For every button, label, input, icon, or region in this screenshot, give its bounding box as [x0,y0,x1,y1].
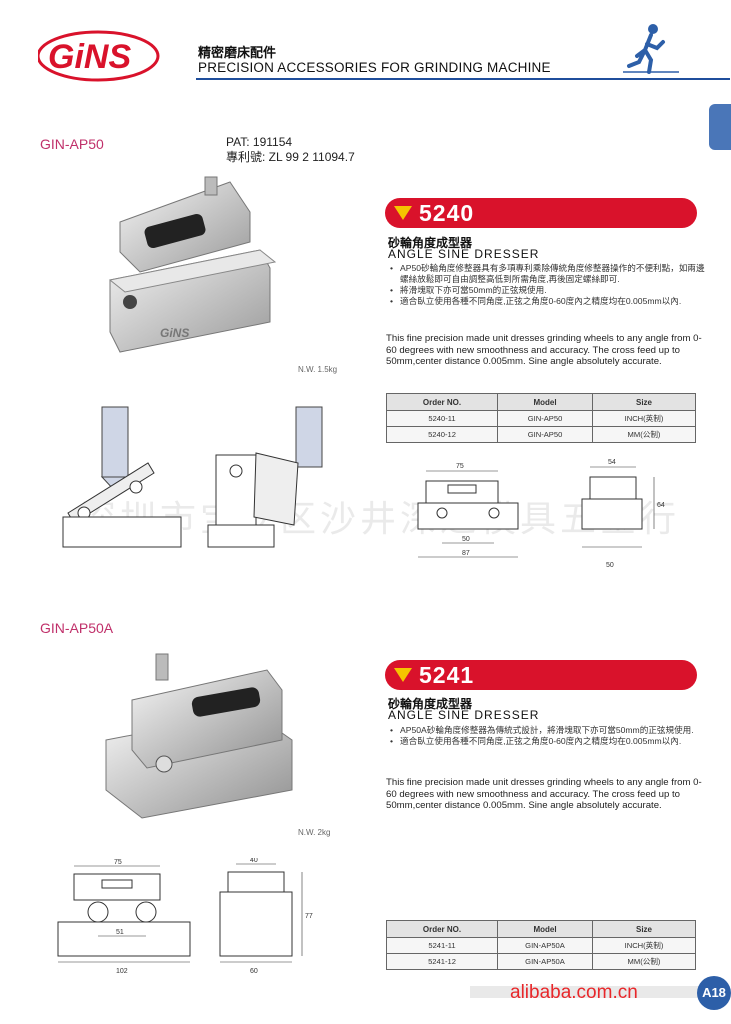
col-model: Model [497,393,593,411]
order-table-5241: Order NO. Model Size 5241-11 GIN-AP50A I… [386,920,696,970]
patent-cn-number: 專利號: ZL 99 2 11094.7 [226,150,355,164]
header-rule [196,78,730,80]
description-5241: This fine precision made unit dresses gr… [386,777,702,812]
feature-item: AP50砂輪角度修整器具有多項專利乘除傳統角度修整器操作的不便利點，如兩邊螺絲放… [388,263,706,285]
dim-top-width: 75 [456,463,464,470]
cell-size: MM(公制) [592,953,696,970]
footer-site[interactable]: alibaba.com.cn [510,982,638,1003]
product-title-en-5241: ANGLE SINE DRESSER [388,708,540,722]
table-row: 5241-12 GIN-AP50A MM(公制) [386,953,696,970]
banner-triangle-icon [394,206,412,220]
dim-base-width: 102 [116,968,128,975]
model-tag-ap50a: GIN-AP50A [40,620,114,636]
cell-model: GIN-AP50 [497,410,593,427]
order-table-5240: Order NO. Model Size 5240-11 GIN-AP50 IN… [386,393,696,443]
dim-top-width: 75 [114,859,122,866]
net-weight-ap50a: N.W. 2kg [298,828,331,837]
col-order-no: Order NO. [386,393,498,411]
dimension-drawing-ap50: 75 50 87 54 64 50 [417,459,665,569]
header-title-en: PRECISION ACCESSORIES FOR GRINDING MACHI… [198,60,551,75]
dim-base-inner: 50 [462,536,470,543]
table-row: 5241-11 GIN-AP50A INCH(英制) [386,937,696,954]
page-number-badge: A18 [697,976,731,1010]
feature-item: AP50A砂輪角度修整器為傳統式設計，將滑塊取下亦可當50mm的正弦規使用. [388,725,706,736]
product-banner-5240: 5240 [385,198,697,228]
dim-side-top: 40 [250,858,258,864]
patent-number: PAT: 191154 [226,135,293,149]
cell-size: INCH(英制) [592,937,696,954]
footer-bar [470,986,706,998]
net-weight-ap50: N.W. 1.5kg [298,365,338,374]
feature-item: 適合臥立使用各種不同角度,正弦之角度0-60度內之精度均在0.005mm以內. [388,296,706,307]
svg-text:GiNS: GiNS [160,326,189,340]
feature-item: 將滑塊取下亦可當50mm的正弦規使用. [388,285,706,296]
product-banner-5241: 5241 [385,660,697,690]
description-5240: This fine precision made unit dresses gr… [386,333,702,368]
cell-size: INCH(英制) [592,410,696,427]
table-row: 5240-12 GIN-AP50 MM(公制) [386,426,696,443]
dim-height: 64 [657,502,665,509]
banner-triangle-icon [394,668,412,682]
product-title-cn-5241: 砂輪角度成型器 [388,697,473,711]
logo-text: GiNS [48,38,131,76]
feature-list-5241: AP50A砂輪角度修整器為傳統式設計，將滑塊取下亦可當50mm的正弦規使用. 適… [388,725,706,747]
cell-order-no: 5241-12 [386,953,498,970]
product-number-5241: 5241 [419,662,475,688]
cell-size: MM(公制) [592,426,696,443]
product-title-en-5240: ANGLE SINE DRESSER [388,247,540,261]
patent-info: PAT: 191154 專利號: ZL 99 2 11094.7 [226,135,355,165]
dim-base-width: 87 [462,550,470,557]
section-side-tab [709,104,731,150]
col-model: Model [497,920,593,938]
usage-diagram-ap50 [62,406,323,548]
dim-side-base: 60 [250,968,258,975]
cell-order-no: 5240-12 [386,426,498,443]
dim-height: 77 [305,913,313,920]
dimension-drawing-ap50a: 75 51 102 40 77 60 [57,858,313,975]
runner-icon [623,24,679,74]
cell-model: GIN-AP50A [497,937,593,954]
product-number-5240: 5240 [419,200,475,226]
header-title-cn: 精密磨床配件 [198,45,277,60]
cell-order-no: 5241-11 [386,937,498,954]
cell-model: GIN-AP50A [497,953,593,970]
col-size: Size [592,393,696,411]
gins-logo: GiNS [38,30,160,82]
model-tag-ap50: GIN-AP50 [40,136,104,152]
feature-list-5240: AP50砂輪角度修整器具有多項專利乘除傳統角度修整器操作的不便利點，如兩邊螺絲放… [388,263,706,307]
product-title-cn-5240: 砂輪角度成型器 [388,236,473,250]
feature-item: 適合臥立使用各種不同角度,正弦之角度0-60度內之精度均在0.005mm以內. [388,736,706,747]
cell-order-no: 5240-11 [386,410,498,427]
dim-side-base: 50 [606,562,614,569]
product-photo-ap50a [105,653,293,819]
product-photo-ap50: GiNS [108,176,277,353]
cell-model: GIN-AP50 [497,426,593,443]
dim-center: 51 [116,929,124,936]
table-row: 5240-11 GIN-AP50 INCH(英制) [386,410,696,427]
col-size: Size [592,920,696,938]
col-order-no: Order NO. [386,920,498,938]
dim-side-top: 54 [608,459,616,466]
